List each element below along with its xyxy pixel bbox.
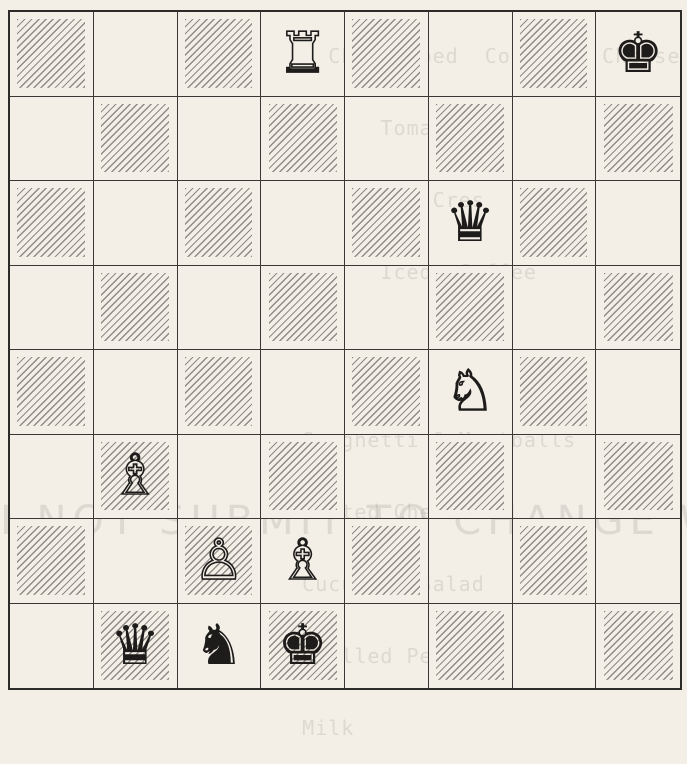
square-c8[interactable] bbox=[178, 12, 262, 97]
square-d5[interactable] bbox=[261, 266, 345, 351]
square-a1[interactable] bbox=[10, 604, 94, 689]
square-g3[interactable] bbox=[513, 435, 597, 520]
square-h3[interactable] bbox=[596, 435, 680, 520]
square-b4[interactable] bbox=[94, 350, 178, 435]
square-d7[interactable] bbox=[261, 97, 345, 182]
square-g4[interactable] bbox=[513, 350, 597, 435]
square-e8[interactable] bbox=[345, 12, 429, 97]
square-h1[interactable] bbox=[596, 604, 680, 689]
black-knight-icon[interactable]: ♞ bbox=[194, 618, 244, 674]
chess-board: ♜ ♚ ♛ ♘ ♗ ♙ ♗ ♛ ♞ ♚ bbox=[8, 10, 682, 690]
square-e3[interactable] bbox=[345, 435, 429, 520]
square-f1[interactable] bbox=[429, 604, 513, 689]
square-f7[interactable] bbox=[429, 97, 513, 182]
square-f6[interactable]: ♛ bbox=[429, 181, 513, 266]
white-knight-icon[interactable]: ♘ bbox=[445, 364, 495, 420]
square-e7[interactable] bbox=[345, 97, 429, 182]
square-e2[interactable] bbox=[345, 519, 429, 604]
square-h7[interactable] bbox=[596, 97, 680, 182]
square-e6[interactable] bbox=[345, 181, 429, 266]
square-b7[interactable] bbox=[94, 97, 178, 182]
square-a2[interactable] bbox=[10, 519, 94, 604]
square-c1[interactable]: ♞ bbox=[178, 604, 262, 689]
square-g2[interactable] bbox=[513, 519, 597, 604]
square-h6[interactable] bbox=[596, 181, 680, 266]
square-a6[interactable] bbox=[10, 181, 94, 266]
square-a5[interactable] bbox=[10, 266, 94, 351]
square-d1[interactable]: ♚ bbox=[261, 604, 345, 689]
square-f2[interactable] bbox=[429, 519, 513, 604]
square-e4[interactable] bbox=[345, 350, 429, 435]
square-g1[interactable] bbox=[513, 604, 597, 689]
white-pawn-icon[interactable]: ♙ bbox=[194, 533, 244, 589]
square-g5[interactable] bbox=[513, 266, 597, 351]
square-a3[interactable] bbox=[10, 435, 94, 520]
square-b8[interactable] bbox=[94, 12, 178, 97]
square-a8[interactable] bbox=[10, 12, 94, 97]
black-king-icon[interactable]: ♚ bbox=[278, 618, 328, 674]
white-bishop-icon[interactable]: ♗ bbox=[110, 448, 160, 504]
square-e1[interactable] bbox=[345, 604, 429, 689]
square-d2[interactable]: ♗ bbox=[261, 519, 345, 604]
square-b6[interactable] bbox=[94, 181, 178, 266]
square-h8[interactable]: ♚ bbox=[596, 12, 680, 97]
square-c4[interactable] bbox=[178, 350, 262, 435]
square-h4[interactable] bbox=[596, 350, 680, 435]
square-f3[interactable] bbox=[429, 435, 513, 520]
square-c2[interactable]: ♙ bbox=[178, 519, 262, 604]
square-b5[interactable] bbox=[94, 266, 178, 351]
square-g6[interactable] bbox=[513, 181, 597, 266]
square-g8[interactable] bbox=[513, 12, 597, 97]
square-b1[interactable]: ♛ bbox=[94, 604, 178, 689]
square-d8[interactable]: ♜ bbox=[261, 12, 345, 97]
square-a4[interactable] bbox=[10, 350, 94, 435]
square-f4[interactable]: ♘ bbox=[429, 350, 513, 435]
square-d3[interactable] bbox=[261, 435, 345, 520]
square-c7[interactable] bbox=[178, 97, 262, 182]
square-d6[interactable] bbox=[261, 181, 345, 266]
square-f8[interactable] bbox=[429, 12, 513, 97]
square-h5[interactable] bbox=[596, 266, 680, 351]
black-king-icon[interactable]: ♚ bbox=[613, 26, 663, 82]
square-d4[interactable] bbox=[261, 350, 345, 435]
black-queen-icon[interactable]: ♛ bbox=[110, 618, 160, 674]
bleed-line: Milk bbox=[250, 716, 680, 740]
square-g7[interactable] bbox=[513, 97, 597, 182]
square-c3[interactable] bbox=[178, 435, 262, 520]
square-b3[interactable]: ♗ bbox=[94, 435, 178, 520]
white-rook-icon[interactable]: ♜ bbox=[278, 26, 328, 82]
square-c6[interactable] bbox=[178, 181, 262, 266]
white-bishop-icon[interactable]: ♗ bbox=[278, 533, 328, 589]
square-f5[interactable] bbox=[429, 266, 513, 351]
black-queen-icon[interactable]: ♛ bbox=[445, 195, 495, 251]
square-b2[interactable] bbox=[94, 519, 178, 604]
square-e5[interactable] bbox=[345, 266, 429, 351]
square-c5[interactable] bbox=[178, 266, 262, 351]
square-a7[interactable] bbox=[10, 97, 94, 182]
square-h2[interactable] bbox=[596, 519, 680, 604]
